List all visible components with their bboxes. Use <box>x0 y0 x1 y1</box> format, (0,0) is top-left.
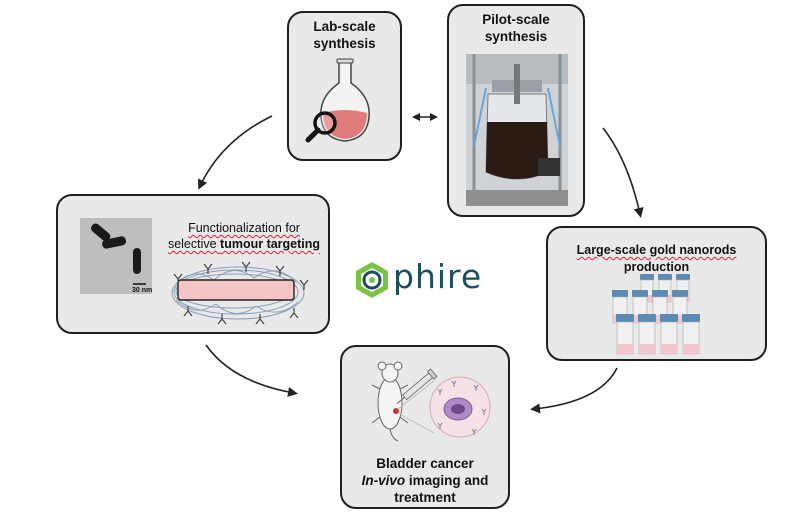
large-scale-box: Large-scale gold nanorods production <box>546 226 767 361</box>
pilot-title-line1: Pilot-scale <box>482 12 550 27</box>
func-title: Functionalization for selective tumour t… <box>164 220 324 252</box>
reactor-photo <box>466 54 568 206</box>
tem-image: 30 nm <box>80 218 152 294</box>
vials-icon <box>612 274 700 355</box>
scale-bar-label: 30 nm <box>132 287 152 294</box>
flask-magnifier-icon <box>305 58 370 143</box>
large-title-line2: production <box>623 260 690 274</box>
lab-title-line2: synthesis <box>313 36 376 51</box>
phire-logo-text: phire <box>393 257 483 296</box>
bladder-title-line1: Bladder cancer <box>376 456 474 471</box>
arrow-func-to-bladder <box>205 344 298 397</box>
func-title-line1: Functionalization for <box>188 221 300 235</box>
func-title-line2a: selective <box>167 237 221 251</box>
bladder-title-line3: treatment <box>394 490 456 505</box>
arrow-lab-to-func <box>198 115 273 190</box>
arrow-pilot-to-large <box>602 127 644 218</box>
functionalization-box: 30 nm Functionalization for selective tu… <box>56 194 330 334</box>
large-title-line1: Large-scale gold nanorods <box>576 243 737 257</box>
mouse-cell-icon <box>371 361 491 442</box>
func-title-line2b: tumour targeting <box>220 237 321 251</box>
phire-logo-icon <box>356 262 388 298</box>
pilot-title-line2: synthesis <box>484 29 548 44</box>
pilot-scale-box: Pilot-scale synthesis <box>447 4 585 217</box>
lab-scale-box: Lab-scale synthesis <box>287 11 402 161</box>
bladder-cancer-box: Bladder cancer In-vivo imaging and treat… <box>340 345 510 509</box>
arrow-large-to-bladder <box>530 367 618 414</box>
functionalized-nanorod-icon <box>171 261 309 325</box>
bladder-title-line2b: imaging and <box>405 473 489 488</box>
lab-title-line1: Lab-scale <box>313 19 376 34</box>
bladder-title-line2a: In-vivo <box>361 473 406 488</box>
